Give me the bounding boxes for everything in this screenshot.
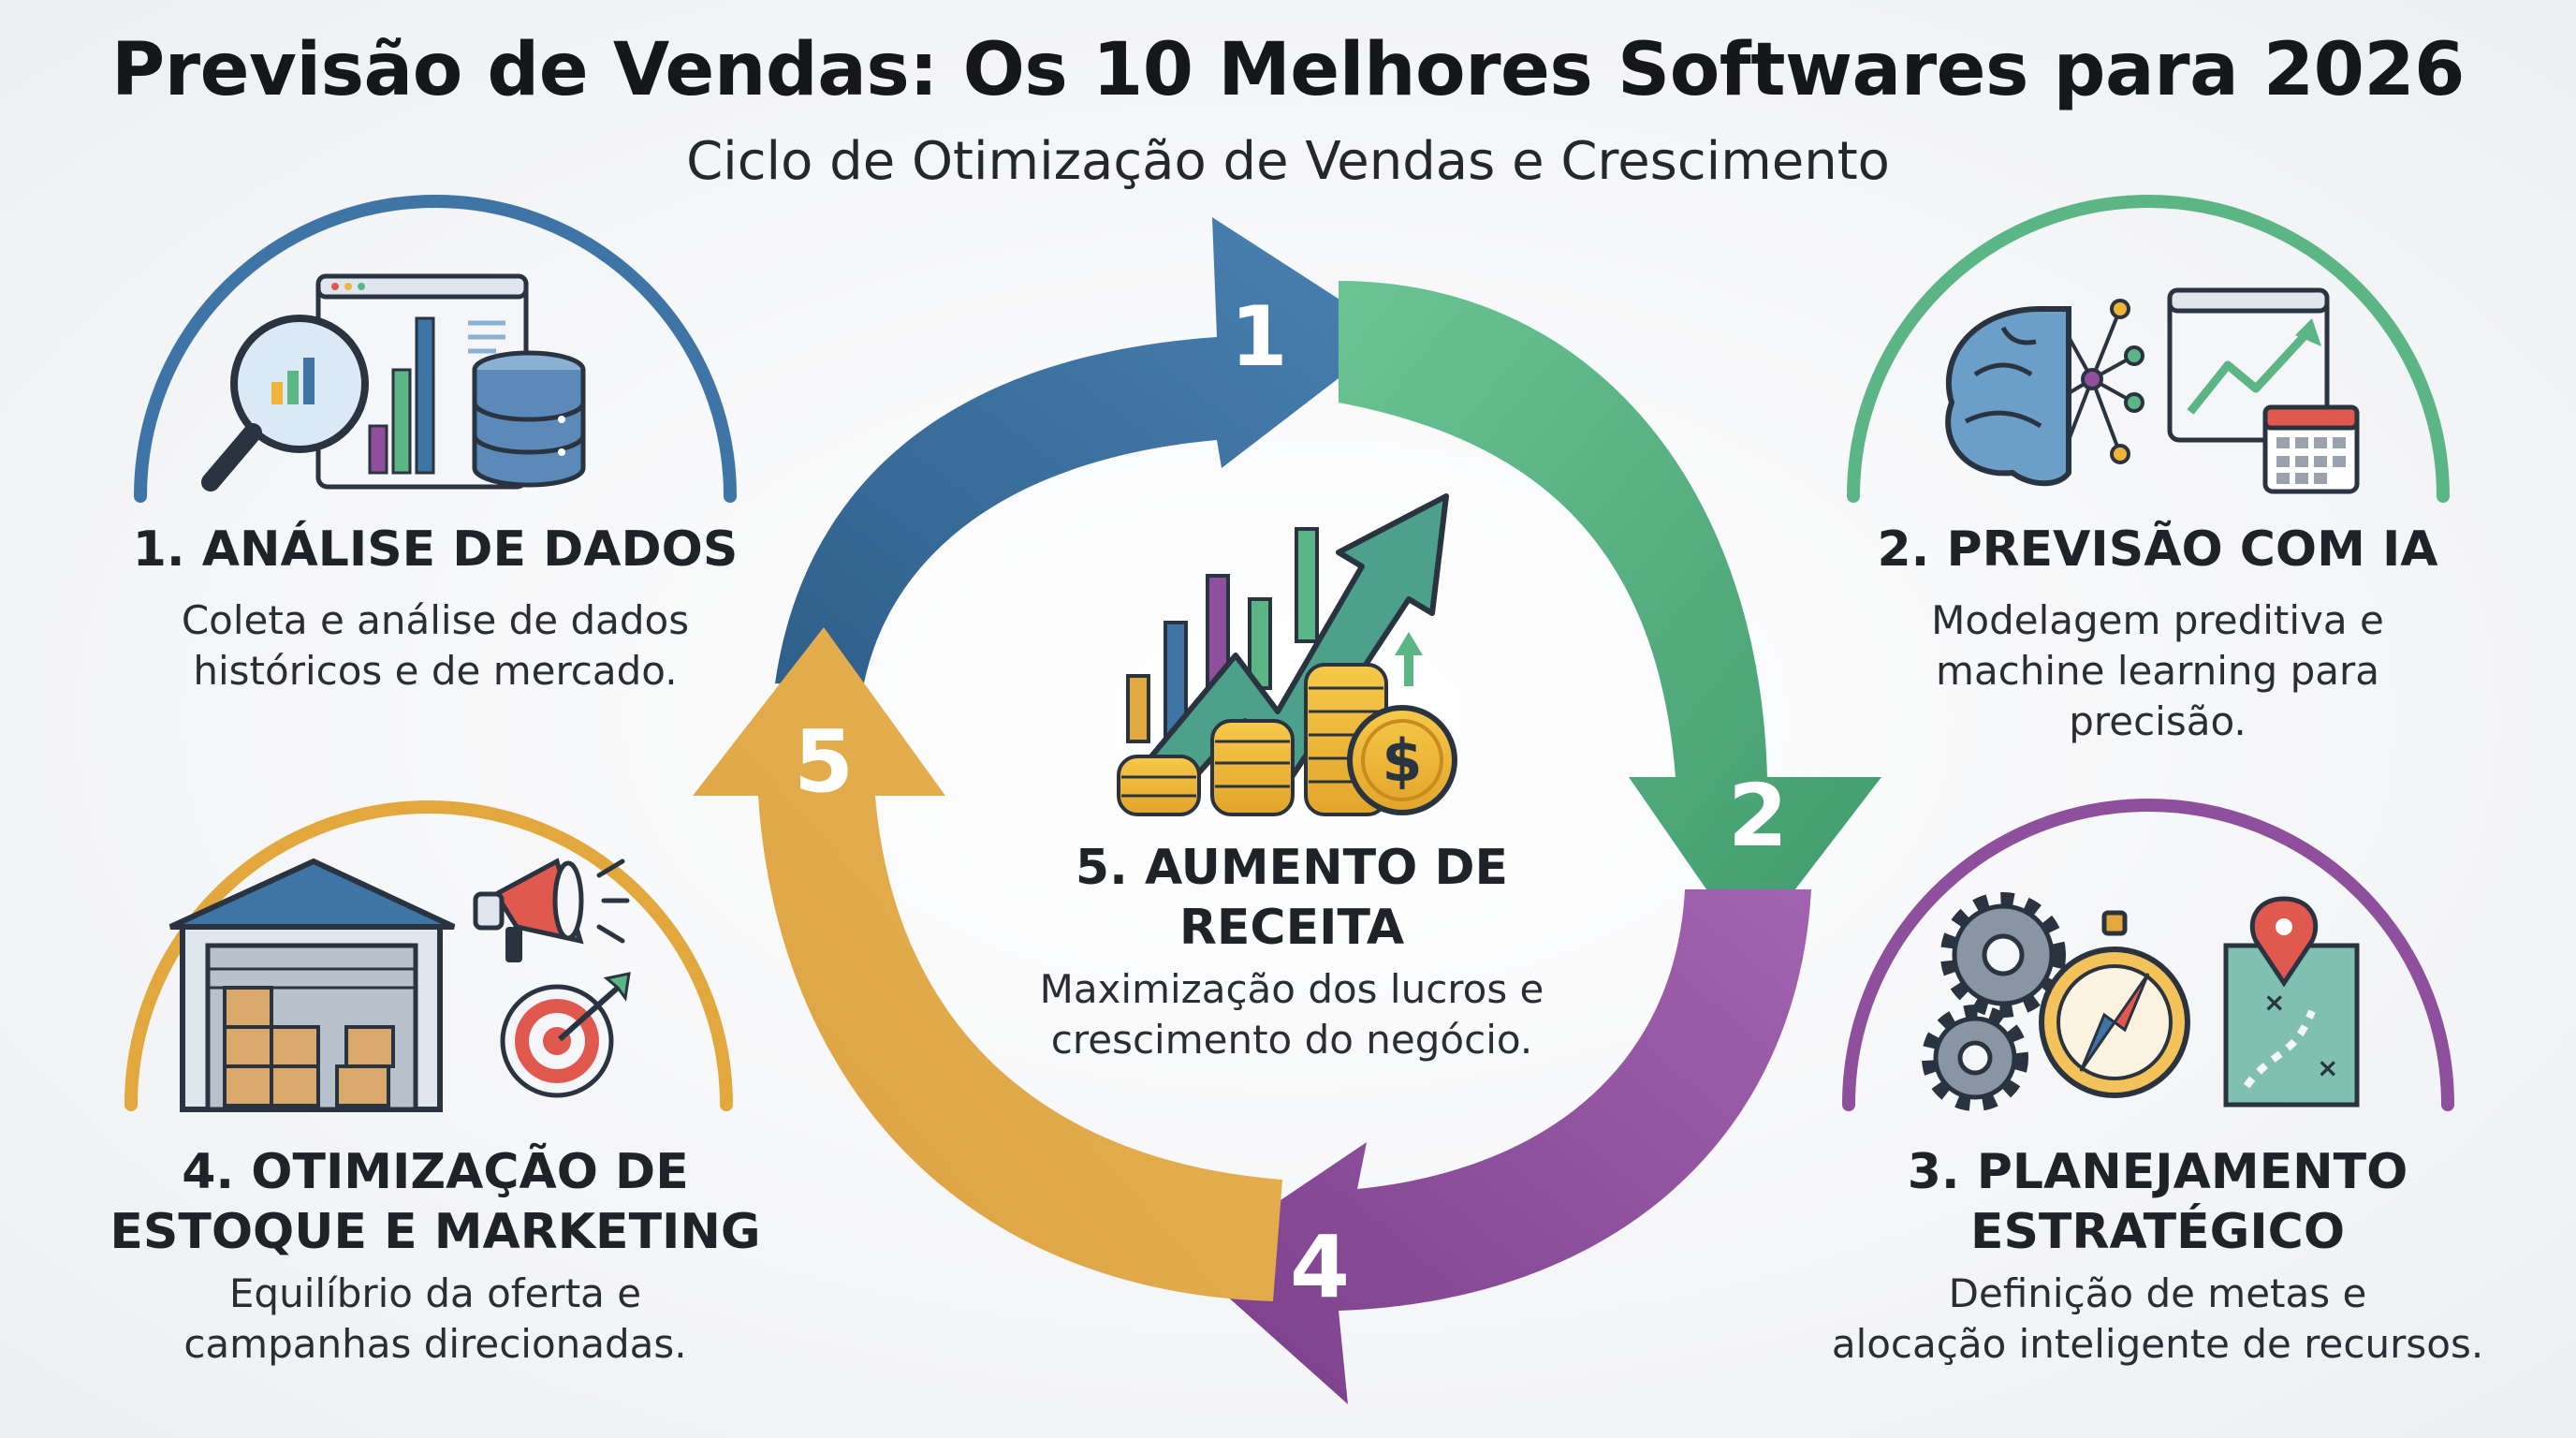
svg-text:×: × — [2263, 987, 2285, 1018]
arrow-number-5: 5 — [793, 712, 854, 812]
stage-1-arc — [134, 195, 737, 503]
stage-2-description: Modelagem preditiva e machine learning p… — [1778, 595, 2537, 747]
stage-5-heading-line: RECEITA — [1178, 900, 1405, 956]
stage-4-heading-line: ESTOQUE E MARKETING — [110, 1204, 761, 1260]
stage-5-illustration: $ — [1117, 493, 1457, 816]
stage-3-desc-line: alocação inteligente de recursos. — [1831, 1321, 2484, 1367]
stage-5-description: Maximização dos lucros e crescimento do … — [964, 964, 1619, 1065]
stage-3-illustration: × × — [1922, 892, 2360, 1111]
stage-2-desc-line: machine learning para — [1936, 648, 2379, 694]
page-title: Previsão de Vendas: Os 10 Melhores Softw… — [111, 28, 2465, 112]
arrow-number-2: 2 — [1727, 766, 1788, 866]
stage-2-desc-line: precisão. — [2069, 698, 2247, 744]
stage-3-heading-line: 3. PLANEJAMENTO — [1907, 1144, 2408, 1200]
stage-3-heading: 3. PLANEJAMENTO ESTRATÉGICO — [1778, 1142, 2537, 1262]
stage-2-arc — [1847, 195, 2450, 503]
stage-4-heading: 4. OTIMIZAÇÃO DE ESTOQUE E MARKETING — [37, 1142, 833, 1262]
arrow-number-1: 1 — [1230, 288, 1288, 385]
stage-4-desc-line: campanhas direcionadas. — [183, 1321, 687, 1367]
stage-5-desc-line: Maximização dos lucros e — [1039, 966, 1544, 1012]
stage-5-heading: 5. AUMENTO DE RECEITA — [964, 838, 1619, 958]
stage-4-illustration — [168, 858, 631, 1112]
cycle-arrow-2 — [1339, 281, 1881, 950]
page-subtitle: Ciclo de Otimização de Vendas e Crescime… — [686, 131, 1890, 192]
stage-1-heading: 1. ANÁLISE DE DADOS — [56, 520, 814, 580]
stage-2-heading: 2. PREVISÃO COM IA — [1778, 520, 2537, 580]
stage-4-heading-line: 4. OTIMIZAÇÃO DE — [182, 1144, 689, 1200]
stage-3-description: Definição de metas e alocação inteligent… — [1778, 1269, 2537, 1370]
stage-3-arc — [1842, 799, 2454, 1111]
svg-text:×: × — [2317, 1052, 2338, 1083]
cycle-arrow-1 — [775, 217, 1395, 688]
stage-2-heading-line: 2. PREVISÃO COM IA — [1877, 521, 2438, 578]
stage-3-desc-line: Definição de metas e — [1948, 1270, 2367, 1316]
cycle-arrow-5 — [693, 627, 1282, 1301]
stage-5-desc-line: crescimento do negócio. — [1050, 1017, 1533, 1063]
stage-2-illustration — [1945, 287, 2360, 494]
stage-3-heading-line: ESTRATÉGICO — [1969, 1204, 2346, 1260]
stage-1-desc-line: históricos e de mercado. — [193, 648, 678, 694]
stage-1-desc-line: Coleta e análise de dados — [181, 597, 690, 643]
cycle-arrow-4 — [1189, 889, 1811, 1404]
stage-5-heading-line: 5. AUMENTO DE — [1075, 840, 1509, 896]
stage-1-description: Coleta e análise de dados históricos e d… — [56, 595, 814, 697]
stage-4-desc-line: Equilíbrio da oferta e — [228, 1270, 642, 1316]
stage-1-illustration — [201, 273, 586, 492]
stage-4-arc — [124, 800, 733, 1111]
stage-1-heading-line: 1. ANÁLISE DE DADOS — [132, 521, 739, 578]
svg-text:$: $ — [1382, 726, 1422, 795]
stage-4-description: Equilíbrio da oferta e campanhas direcio… — [37, 1269, 833, 1370]
stage-2-desc-line: Modelagem preditiva e — [1931, 597, 2384, 643]
arrow-number-4: 4 — [1289, 1217, 1350, 1317]
